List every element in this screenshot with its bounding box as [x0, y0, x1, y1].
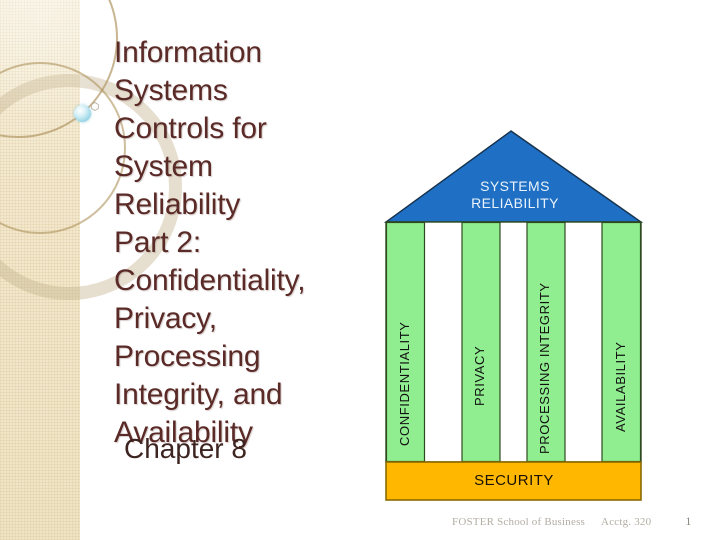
slide-title-block: Information Systems Controls for System …	[114, 34, 376, 452]
band-highlight	[0, 0, 80, 178]
decorative-ring-large	[0, 0, 118, 138]
footer-organization: FOSTER School of Business	[452, 516, 586, 528]
column-availability	[601, 221, 642, 463]
roof-triangle	[383, 130, 644, 223]
footer-course: Acctg. 320	[601, 516, 652, 528]
chapter-label: Chapter 8	[124, 433, 247, 464]
decorative-ring-small	[0, 62, 126, 234]
footer-page-number: 1	[685, 514, 692, 528]
page-title: Information Systems Controls for System …	[114, 36, 306, 449]
decorative-band	[0, 0, 182, 540]
columns-frame	[385, 221, 642, 463]
hexagon-outline-icon	[91, 102, 99, 111]
base-bar	[385, 461, 642, 501]
systems-reliability-diagram: SYSTEMS RELIABILITY CONFIDENTIALITY PRIV…	[380, 126, 650, 508]
column-processing-integrity	[526, 221, 566, 463]
diagram-graphic	[383, 130, 644, 501]
slide-subtitle-block: Chapter 8	[124, 432, 374, 466]
slide-footer: FOSTER School of Business Acctg. 320 1	[452, 514, 710, 529]
column-confidentiality	[385, 221, 426, 463]
column-privacy	[461, 221, 501, 463]
